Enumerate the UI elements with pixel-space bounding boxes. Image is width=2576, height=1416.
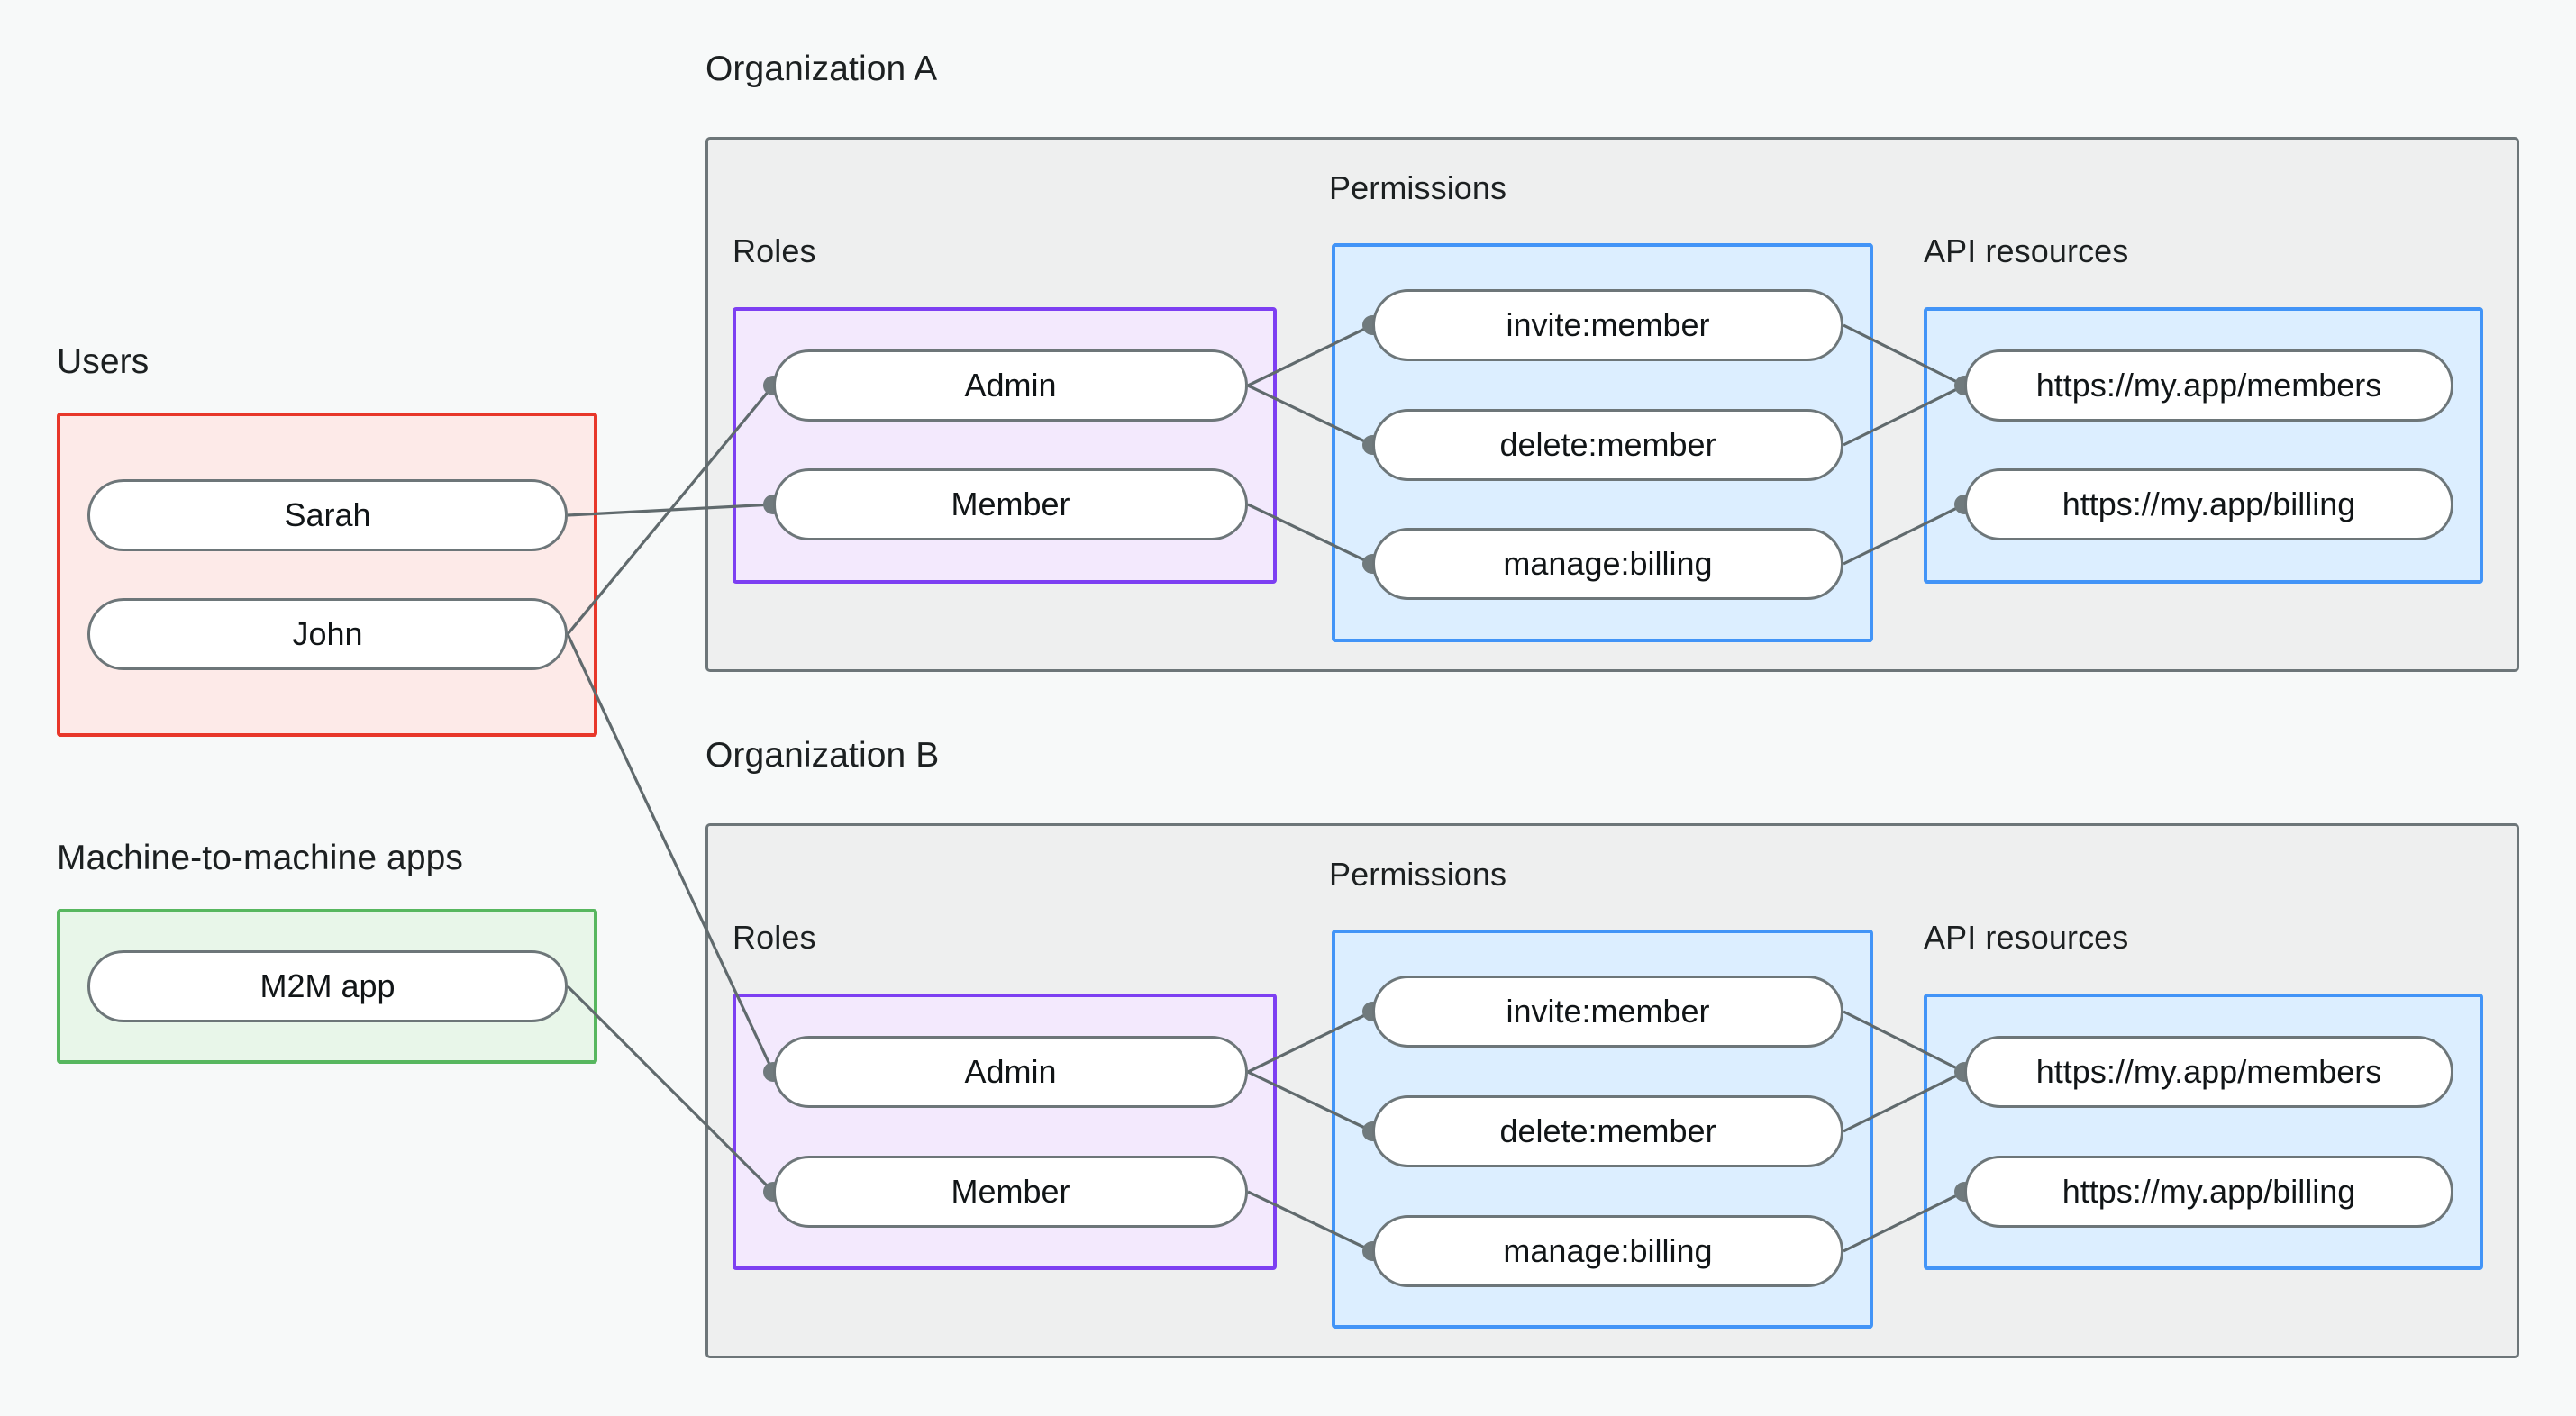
org-b-permissions-label: Permissions [1329, 856, 1507, 893]
permission-pill-invite-member[interactable]: invite:member [1372, 289, 1843, 361]
api-resource-pill-billing[interactable]: https://my.app/billing [1964, 468, 2453, 540]
api-resource-pill-billing[interactable]: https://my.app/billing [1964, 1156, 2453, 1228]
role-pill-member[interactable]: Member [773, 1156, 1248, 1228]
user-pill-sarah[interactable]: Sarah [87, 479, 568, 551]
role-pill-member[interactable]: Member [773, 468, 1248, 540]
org-a-permissions-label: Permissions [1329, 169, 1507, 206]
m2m-apps-label: Machine-to-machine apps [57, 839, 464, 877]
permission-pill-delete-member[interactable]: delete:member [1372, 1095, 1843, 1167]
role-pill-admin[interactable]: Admin [773, 349, 1248, 422]
org-a-label: Organization A [705, 50, 938, 88]
permission-pill-delete-member[interactable]: delete:member [1372, 409, 1843, 481]
role-pill-admin[interactable]: Admin [773, 1036, 1248, 1108]
user-pill-john[interactable]: John [87, 598, 568, 670]
org-a-api-resources-label: API resources [1924, 232, 2129, 269]
org-b-roles-label: Roles [733, 919, 816, 956]
users-box [57, 413, 597, 737]
permission-pill-manage-billing[interactable]: manage:billing [1372, 528, 1843, 600]
api-resource-pill-members[interactable]: https://my.app/members [1964, 349, 2453, 422]
permission-pill-manage-billing[interactable]: manage:billing [1372, 1215, 1843, 1287]
org-b-label: Organization B [705, 736, 940, 775]
org-a-roles-label: Roles [733, 232, 816, 269]
permission-pill-invite-member[interactable]: invite:member [1372, 976, 1843, 1048]
users-label: Users [57, 342, 150, 381]
org-b-api-resources-label: API resources [1924, 919, 2129, 956]
m2m-app-pill[interactable]: M2M app [87, 950, 568, 1022]
api-resource-pill-members[interactable]: https://my.app/members [1964, 1036, 2453, 1108]
